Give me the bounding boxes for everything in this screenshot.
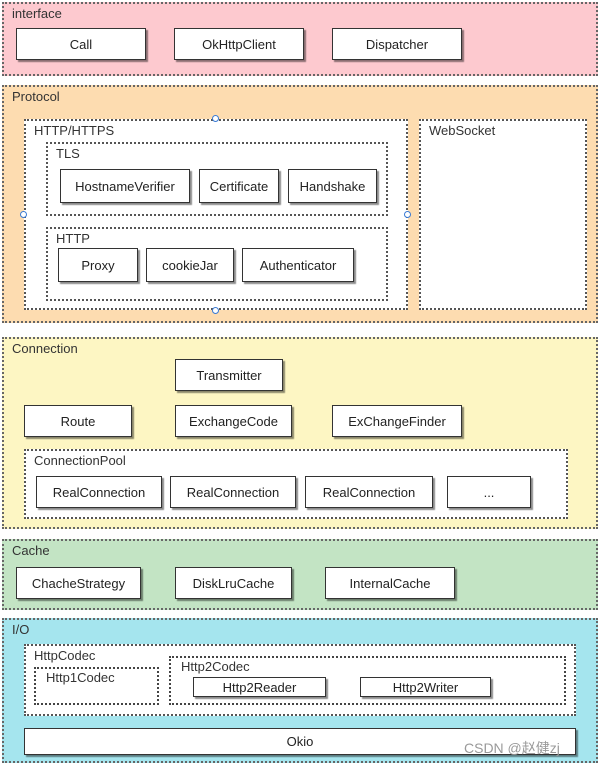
protocol-layer-label: Protocol — [12, 89, 60, 104]
handshake-box: Handshake — [288, 169, 377, 203]
io-layer-label: I/O — [12, 622, 30, 637]
http2reader-box: Http2Reader — [193, 677, 326, 697]
proxy-box: Proxy — [58, 248, 138, 282]
route-box: Route — [24, 405, 132, 437]
selection-handle-top[interactable] — [212, 115, 219, 122]
http-https-label: HTTP/HTTPS — [34, 123, 115, 138]
okio-box: Okio — [24, 728, 576, 755]
call-box: Call — [16, 28, 146, 60]
transmitter-box: Transmitter — [175, 359, 283, 391]
disklrucache-box: DiskLruCache — [175, 567, 292, 599]
realconnection-box-2: RealConnection — [170, 476, 296, 508]
selection-handle-right[interactable] — [404, 211, 411, 218]
selection-handle-left[interactable] — [20, 211, 27, 218]
exchangefinder-box: ExChangeFinder — [332, 405, 462, 437]
cache-layer-label: Cache — [12, 543, 50, 558]
authenticator-box: Authenticator — [242, 248, 354, 282]
chachestrategy-box: ChacheStrategy — [16, 567, 141, 599]
http1codec-box: Http1Codec — [34, 667, 159, 705]
ellipsis-box: ... — [447, 476, 531, 508]
dispatcher-box: Dispatcher — [332, 28, 462, 60]
connection-layer-label: Connection — [12, 341, 78, 356]
cookiejar-box: cookieJar — [146, 248, 234, 282]
tls-label: TLS — [56, 146, 80, 161]
websocket-group: WebSocket — [419, 119, 587, 310]
http2writer-box: Http2Writer — [360, 677, 491, 697]
hostnameverifier-box: HostnameVerifier — [60, 169, 190, 203]
realconnection-box-1: RealConnection — [36, 476, 162, 508]
connection-pool-label: ConnectionPool — [34, 453, 126, 468]
watermark: CSDN @赵健zj — [464, 740, 560, 756]
http1codec-label: Http1Codec — [46, 670, 115, 685]
interface-layer-label: interface — [12, 6, 62, 21]
websocket-label: WebSocket — [429, 123, 496, 138]
okhttpclient-box: OkHttpClient — [174, 28, 304, 60]
internalcache-box: InternalCache — [325, 567, 455, 599]
realconnection-box-3: RealConnection — [305, 476, 433, 508]
http-label: HTTP — [56, 231, 90, 246]
http2codec-label: Http2Codec — [181, 659, 250, 674]
exchangecode-box: ExchangeCode — [175, 405, 292, 437]
certificate-box: Certificate — [199, 169, 279, 203]
httpcodec-label: HttpCodec — [34, 648, 96, 663]
selection-handle-bottom[interactable] — [212, 307, 219, 314]
